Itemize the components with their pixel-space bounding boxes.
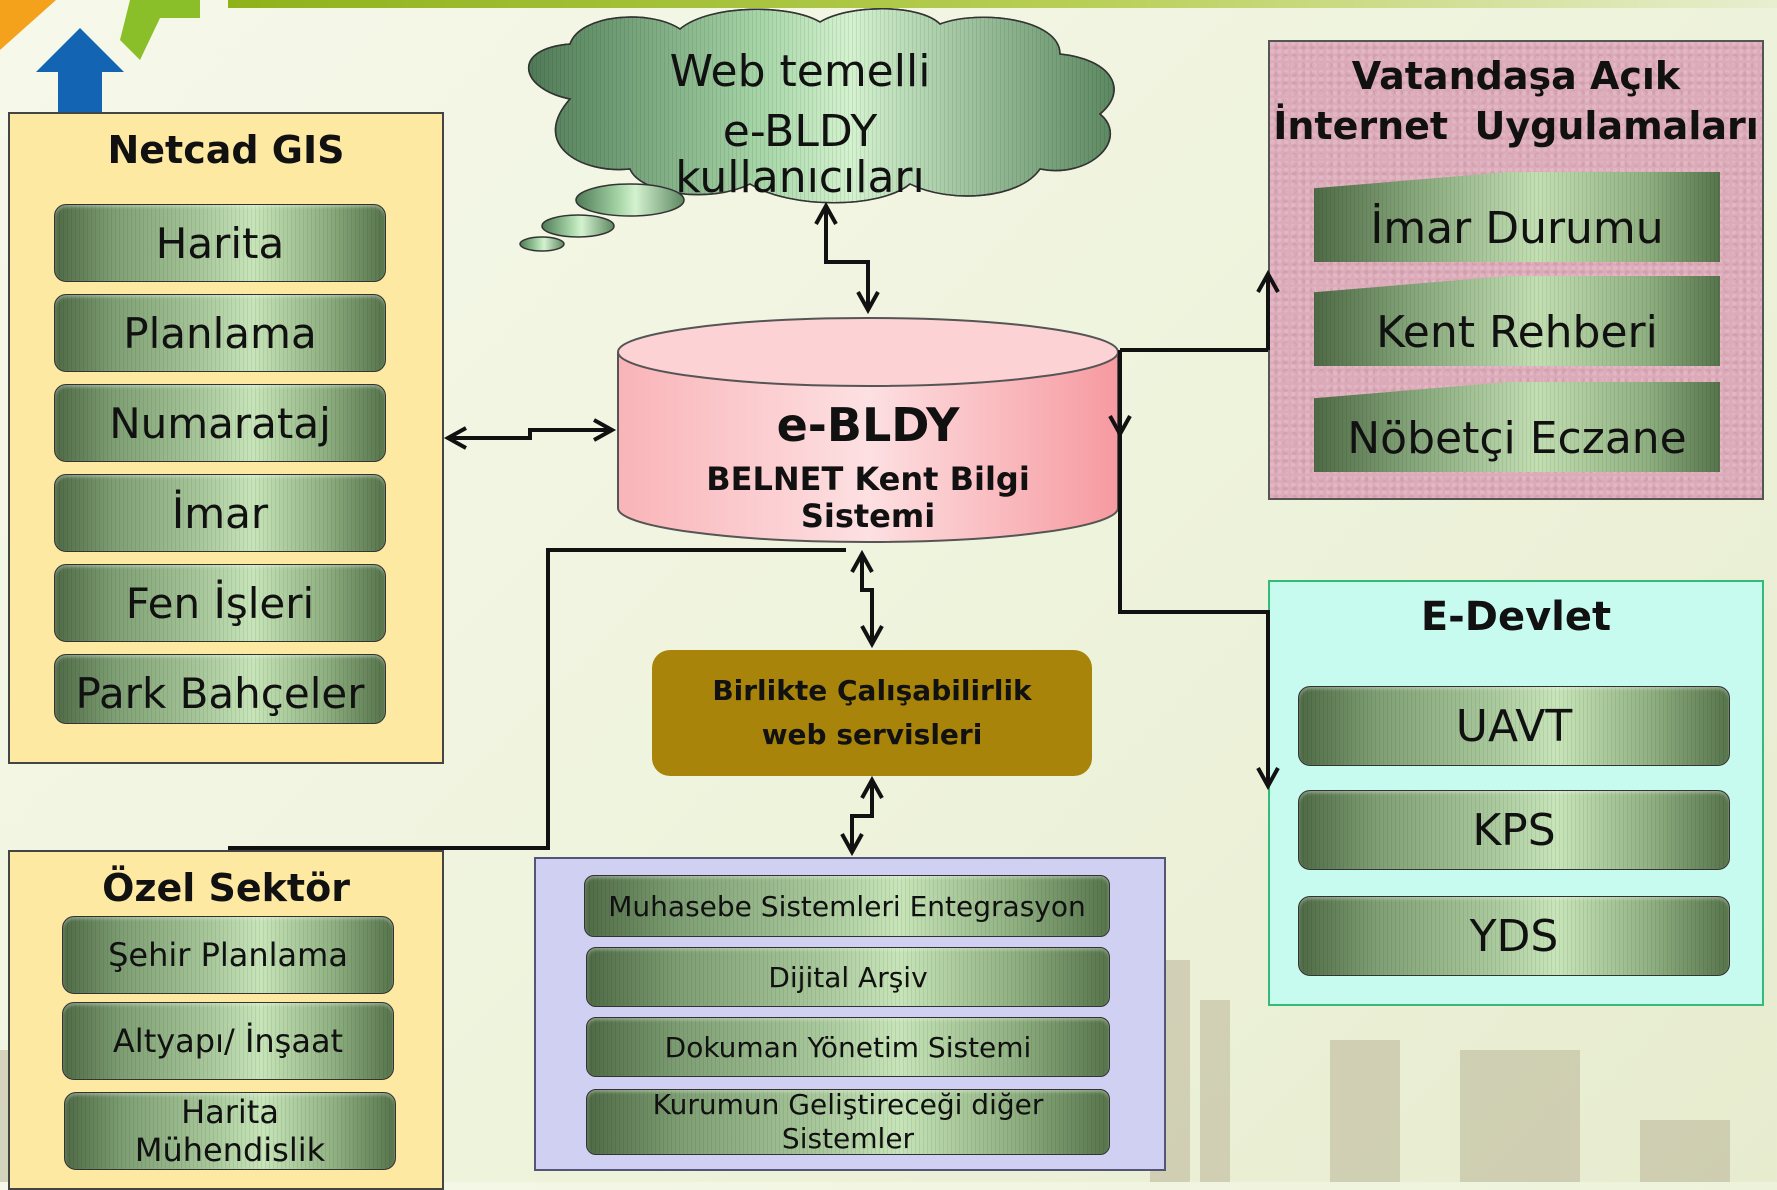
building-silhouette: [1460, 1050, 1580, 1182]
edevlet-title: E-Devlet: [1420, 594, 1612, 640]
cloud-label: Web temelli e-BLDY kullanıcıları: [610, 42, 990, 208]
cloud-line-3: kullanıcıları: [675, 152, 925, 203]
ozel-item-harita-muhendislik[interactable]: Harita Mühendislik: [64, 1092, 396, 1170]
core-database-icon: [617, 317, 1119, 543]
netcad-item-park-bahceler[interactable]: Park Bahçeler: [54, 654, 386, 724]
vatandas-panel: Vatandaşa Açık İnternet Uygulamaları İma…: [1268, 40, 1764, 500]
web-services-line-1: Birlikte Çalışabilirlik: [712, 674, 1032, 707]
building-silhouette: [1640, 1120, 1730, 1182]
building-silhouette: [1330, 1040, 1400, 1182]
logo-icon: [0, 0, 200, 112]
core-subtitle-1: BELNET Kent Bilgi: [706, 460, 1030, 498]
vatandas-title-2: İnternet Uygulamaları: [1273, 104, 1759, 148]
building-silhouette: [1200, 1000, 1230, 1182]
connector-webservices-systems: [850, 780, 874, 852]
cloud-shape: [519, 8, 1115, 252]
system-item-muhasebe[interactable]: Muhasebe Sistemleri Entegrasyon: [584, 875, 1110, 937]
system-item-dijital-arsiv[interactable]: Dijital Arşiv: [586, 947, 1110, 1007]
netcad-item-numarataj[interactable]: Numarataj: [54, 384, 386, 462]
netcad-item-harita[interactable]: Harita: [54, 204, 386, 282]
edevlet-item-uavt[interactable]: UAVT: [1298, 686, 1730, 766]
edevlet-item-kps[interactable]: KPS: [1298, 790, 1730, 870]
cloud-line-2: e-BLDY: [722, 106, 878, 157]
netcad-item-fen-isleri[interactable]: Fen İşleri: [54, 564, 386, 642]
netcad-gis-title: Netcad GIS: [107, 128, 345, 172]
vatandas-item-imar-durumu[interactable]: İmar Durumu: [1314, 172, 1720, 262]
top-accent-bar: [228, 0, 1777, 8]
edevlet-item-yds[interactable]: YDS: [1298, 896, 1730, 976]
core-title: e-BLDY: [776, 398, 960, 452]
web-services-line-2: web servisleri: [761, 718, 983, 751]
connector-core-edevlet: [1118, 440, 1270, 786]
ozel-item-sehir-planlama[interactable]: Şehir Planlama: [62, 916, 394, 994]
system-item-dokuman-yonetim[interactable]: Dokuman Yönetim Sistemi: [586, 1017, 1110, 1077]
ozel-item-altyapi-insaat[interactable]: Altyapı/ İnşaat: [62, 1002, 394, 1080]
connector-netcad-core: [448, 428, 612, 440]
vatandas-title-1: Vatandaşa Açık: [1351, 54, 1681, 98]
core-subtitle-2: Sistemi: [800, 497, 936, 535]
internal-systems-panel: Muhasebe Sistemleri Entegrasyon Dijital …: [534, 857, 1166, 1171]
netcad-gis-panel: Netcad GIS Harita Planlama Numarataj İma…: [8, 112, 444, 764]
netcad-item-planlama[interactable]: Planlama: [54, 294, 386, 372]
web-services-box[interactable]: Birlikte Çalışabilirlik web servisleri: [652, 650, 1092, 776]
vatandas-item-kent-rehberi[interactable]: Kent Rehberi: [1314, 276, 1720, 366]
system-item-diger-sistemler[interactable]: Kurumun Geliştireceği diğer Sistemler: [586, 1088, 1110, 1155]
cloud-line-1: Web temelli: [669, 46, 931, 97]
vatandas-item-nobetci-eczane[interactable]: Nöbetçi Eczane: [1314, 382, 1720, 472]
connector-core-webservices: [860, 554, 874, 644]
netcad-item-imar[interactable]: İmar: [54, 474, 386, 552]
ozel-sektor-panel: Özel Sektör Şehir Planlama Altyapı/ İnşa…: [8, 850, 444, 1190]
ozel-sektor-title: Özel Sektör: [102, 866, 350, 910]
edevlet-panel: E-Devlet UAVT KPS YDS: [1268, 580, 1764, 1006]
